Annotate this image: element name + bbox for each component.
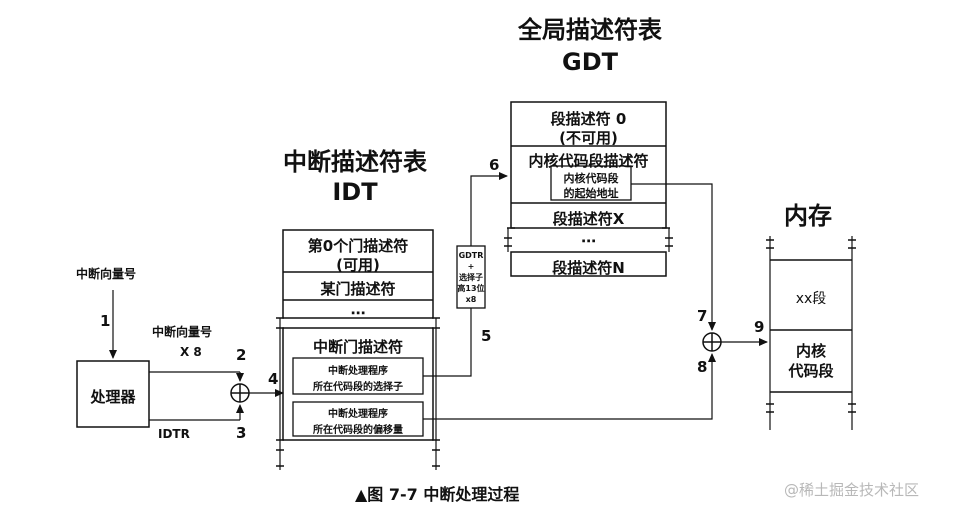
gdtr-high13: 高13位: [457, 284, 485, 293]
processor-box: [76, 360, 150, 428]
idt-selector-line2: 所在代码段的选择子: [313, 382, 403, 393]
gdt-subtitle: GDT: [562, 48, 618, 76]
step-1: 1: [100, 312, 111, 330]
memory-kernel-line1: 内核: [795, 342, 826, 360]
gdt-base-address-line2: 的起始地址: [563, 187, 619, 200]
gdtr-label: GDTR: [458, 251, 484, 260]
step-4: 4: [268, 370, 279, 388]
memory-kernel-line2: 代码段: [788, 362, 834, 380]
gdt-dots: ⋯: [581, 232, 596, 250]
gdtr-x8: x8: [465, 295, 477, 304]
step-3: 3: [236, 424, 247, 442]
interrupt-vector-label: 中断向量号: [152, 325, 213, 339]
idt-offset-line1: 中断处理程序: [328, 409, 388, 420]
gdt-row-kernel-code-descriptor: 内核代码段描述符: [528, 152, 649, 170]
interrupt-vector-input-label: 中断向量号: [76, 267, 137, 281]
idt-row-gate-0-usable: (可用): [336, 256, 380, 274]
step-2: 2: [236, 346, 247, 364]
idt-gate-descriptor: 中断门描述符: [312, 338, 403, 356]
idt-subtitle: IDT: [332, 178, 378, 206]
gdt-base-address-line1: 内核代码段: [563, 172, 619, 185]
x8-label: X 8: [180, 345, 202, 359]
line-5: [423, 308, 472, 377]
gdt-title: 全局描述符表: [518, 16, 662, 44]
step-9: 9: [754, 318, 765, 336]
idt-offset-line2: 所在代码段的偏移量: [313, 425, 403, 436]
figure-caption: ▲图 7-7 中断处理过程: [355, 485, 520, 504]
gdt-row-descriptor-x: 段描述符X: [552, 210, 625, 228]
memory-title: 内存: [784, 202, 832, 230]
gdt-row-unusable: (不可用): [559, 129, 618, 147]
watermark: @稀土掘金技术社区: [784, 481, 920, 499]
processor-label: 处理器: [90, 388, 136, 406]
step-5: 5: [481, 327, 492, 345]
step-8: 8: [697, 358, 708, 376]
gdt-row-descriptor-0: 段描述符 0: [550, 110, 627, 128]
idt-row-gate-0: 第0个门描述符: [307, 237, 409, 255]
idt-row-some-gate: 某门描述符: [320, 280, 396, 298]
line-7: [631, 183, 716, 331]
gdtr-box: [456, 245, 486, 309]
gdtr-box-text: GDTR + 选择子 高13位 x8: [457, 250, 485, 305]
step-6: 6: [489, 156, 500, 174]
arrow-6: [470, 172, 508, 246]
idt-title: 中断描述符表: [283, 148, 427, 176]
idt-dots: ⋯: [350, 304, 366, 322]
idtr-label: IDTR: [158, 427, 190, 441]
gdtr-plus: +: [467, 262, 475, 271]
gdtr-selector: 选择子: [459, 273, 483, 282]
line-8: [423, 353, 716, 420]
memory-xx-segment: xx段: [795, 291, 827, 307]
gdt-row-descriptor-n: 段描述符N: [552, 259, 625, 277]
step-7: 7: [697, 307, 708, 325]
idt-selector-line1: 中断处理程序: [328, 366, 388, 377]
gdt-table: [504, 101, 673, 277]
memory-table: [766, 236, 856, 430]
